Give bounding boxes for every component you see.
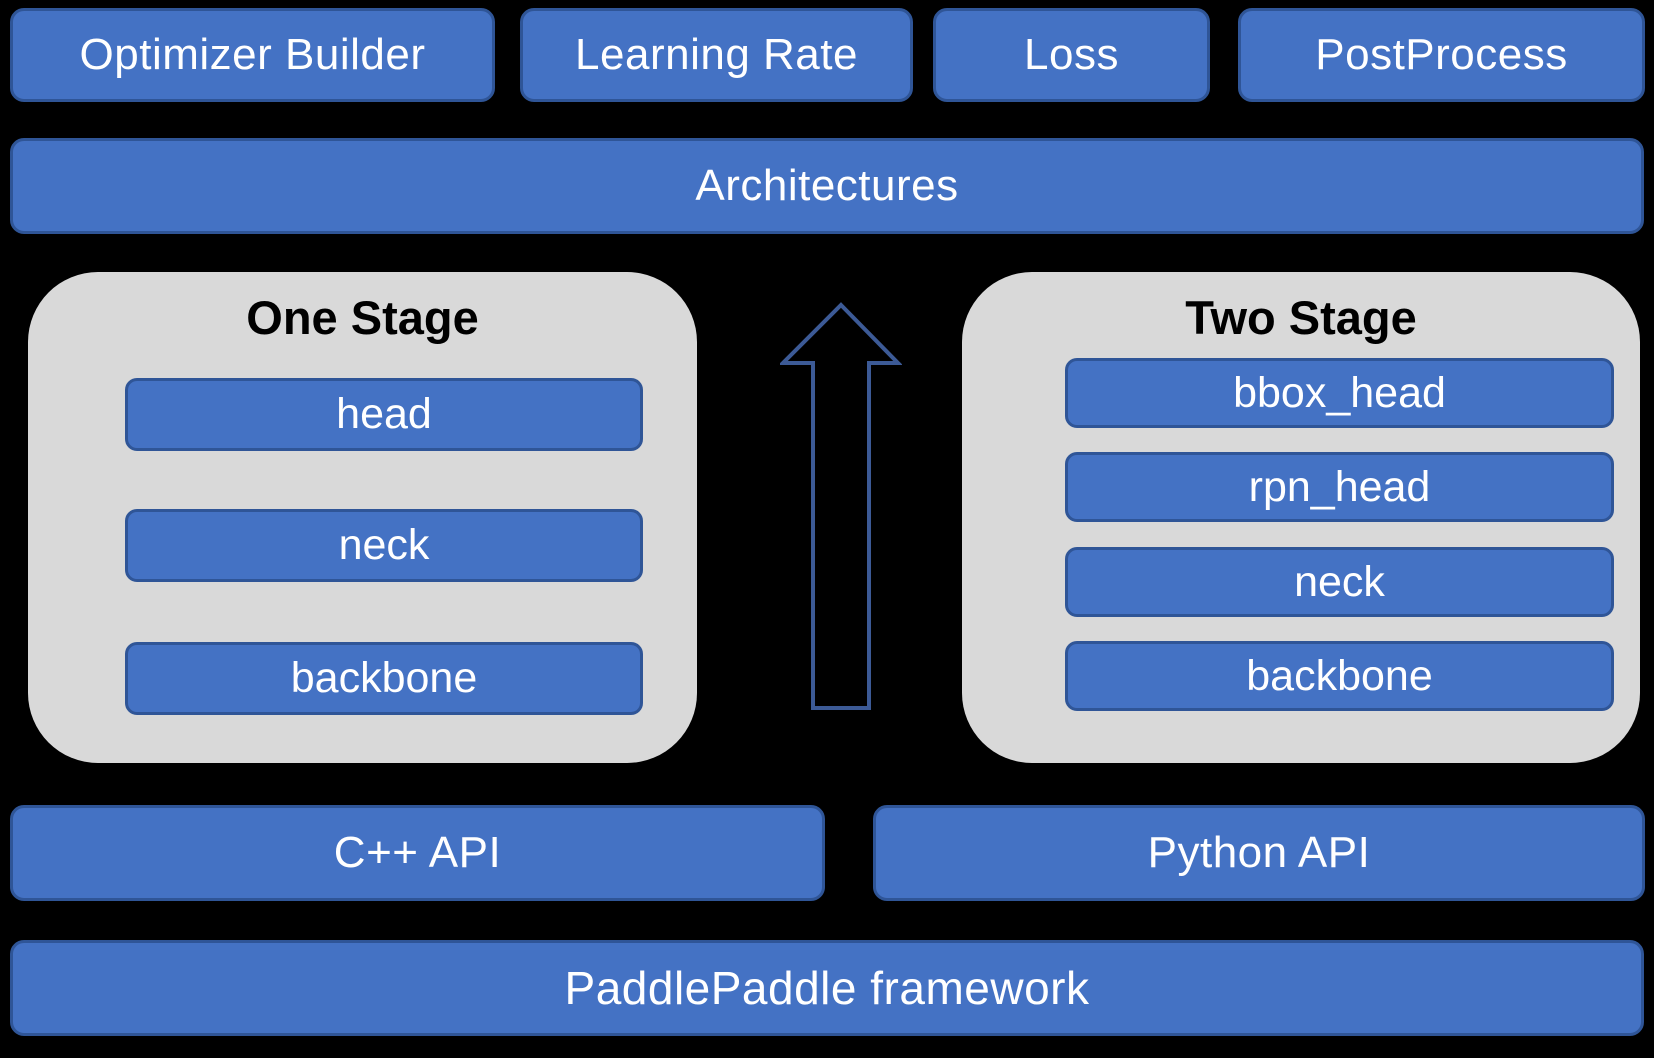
paddlepaddle-framework-box: PaddlePaddle framework: [10, 940, 1644, 1036]
loss-box: Loss: [933, 8, 1210, 102]
two-stage-title: Two Stage: [1185, 291, 1417, 344]
two-stage-backbone-box: backbone: [1065, 641, 1614, 711]
one-stage-title: One Stage: [246, 291, 479, 344]
python-api-box: Python API: [873, 805, 1645, 901]
one-stage-head-box: head: [125, 378, 643, 451]
up-arrow-outline: [780, 302, 902, 710]
architectures-box: Architectures: [10, 138, 1644, 234]
one-stage-backbone-box: backbone: [125, 642, 643, 715]
two-stage-container: Two Stage bbox_head rpn_head neck backbo…: [962, 272, 1640, 763]
postprocess-box: PostProcess: [1238, 8, 1645, 102]
one-stage-container: One Stage head neck backbone: [28, 272, 697, 763]
two-stage-bbox-head-box: bbox_head: [1065, 358, 1614, 428]
two-stage-neck-box: neck: [1065, 547, 1614, 617]
optimizer-builder-box: Optimizer Builder: [10, 8, 495, 102]
learning-rate-box: Learning Rate: [520, 8, 913, 102]
two-stage-rpn-head-box: rpn_head: [1065, 452, 1614, 522]
up-arrow-icon: [780, 302, 902, 710]
one-stage-neck-box: neck: [125, 509, 643, 582]
cpp-api-box: C++ API: [10, 805, 825, 901]
